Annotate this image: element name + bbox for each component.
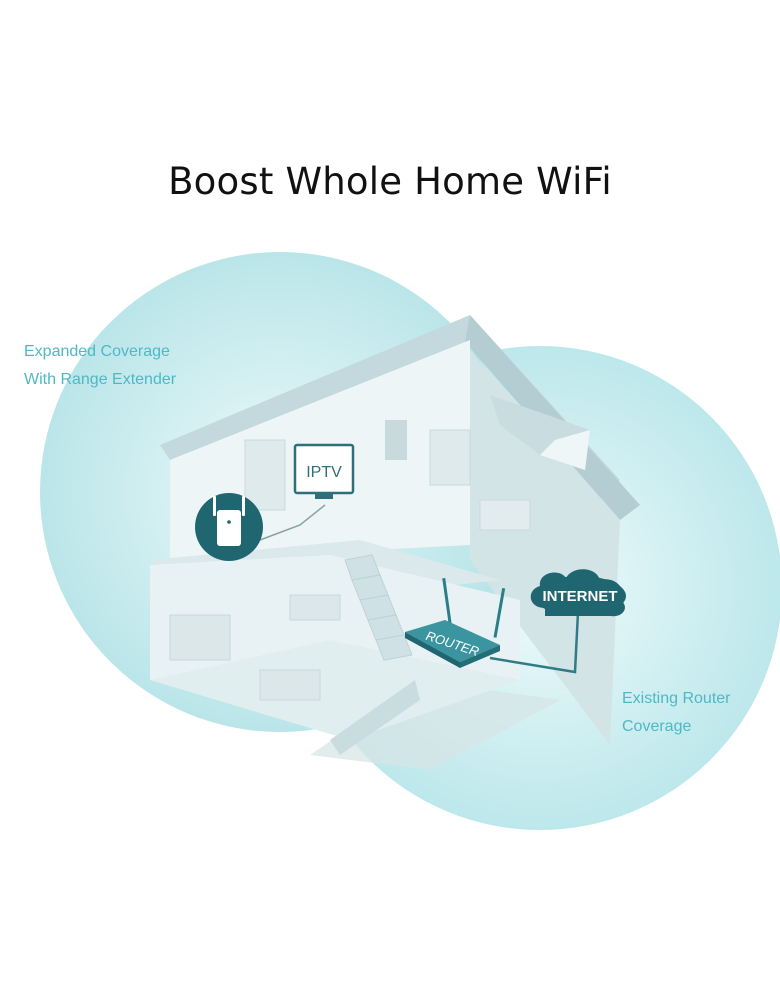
page-title: Boost Whole Home WiFi [168,160,612,203]
extender-tv-cable [259,504,326,541]
internet-cloud-icon: INTERNET [530,569,626,617]
internet-label: INTERNET [543,588,618,605]
router-caption-line2: Coverage [622,718,692,735]
iptv-screen: IPTV [293,443,355,499]
router-icon: ROUTER [405,577,506,668]
extender-coverage-caption: Expanded Coverage With Range Extender [24,338,176,394]
router-internet-cable [489,611,580,674]
router-caption-line1: Existing Router [622,690,731,707]
extender-caption-line1: Expanded Coverage [24,343,170,360]
iptv-label: IPTV [306,464,342,481]
router-coverage-caption: Existing Router Coverage [622,685,731,741]
house-right-wall [465,345,620,745]
extender-caption-line2: With Range Extender [24,371,177,388]
range-extender-icon [195,493,263,561]
